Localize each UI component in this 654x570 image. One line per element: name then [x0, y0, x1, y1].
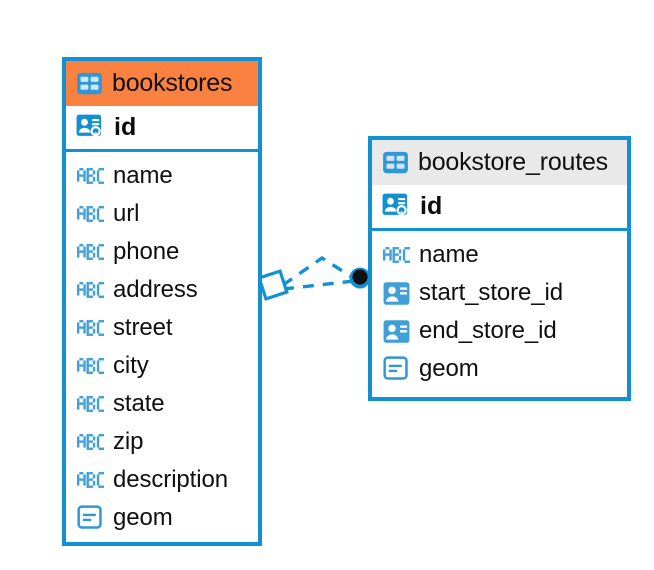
primary-key-row[interactable]: id	[372, 185, 627, 231]
relationship-line-start-store-id[interactable]	[282, 279, 355, 291]
field-label: name	[113, 162, 173, 189]
field-label: address	[113, 276, 198, 303]
primary-key-row[interactable]: id	[66, 106, 258, 152]
field-label: zip	[113, 428, 144, 455]
field-label: city	[113, 352, 149, 379]
abc-text-icon	[77, 358, 104, 374]
field-row[interactable]: url	[66, 195, 258, 233]
field-label: state	[113, 390, 165, 417]
field-row[interactable]: start_store_id	[372, 274, 627, 312]
primary-key-label: id	[420, 192, 443, 220]
abc-text-icon	[77, 396, 104, 412]
field-list-bookstores: name u	[66, 152, 258, 543]
field-row[interactable]: zip	[66, 423, 258, 461]
entity-bookstores[interactable]: bookstores id	[62, 57, 262, 546]
entity-title: bookstore_routes	[418, 148, 608, 176]
entity-bookstore-routes[interactable]: bookstore_routes id	[368, 136, 631, 401]
geometry-icon	[383, 356, 410, 382]
field-row[interactable]: phone	[66, 233, 258, 271]
abc-text-icon	[77, 244, 104, 260]
entity-title: bookstores	[112, 69, 233, 97]
field-row[interactable]: geom	[372, 350, 627, 388]
foreign-key-icon	[383, 318, 410, 345]
abc-text-icon	[77, 206, 104, 222]
entity-header-bookstore-routes[interactable]: bookstore_routes	[372, 140, 627, 185]
field-list-bookstore-routes: name start_store_id	[372, 231, 627, 394]
table-icon	[382, 149, 409, 176]
diamond-outline-marker[interactable]	[257, 269, 289, 301]
field-label: name	[419, 241, 479, 268]
field-row[interactable]: geom	[66, 499, 258, 537]
field-label: start_store_id	[419, 279, 564, 306]
field-label: geom	[113, 504, 173, 531]
field-label: geom	[419, 355, 479, 382]
field-row[interactable]: name	[66, 157, 258, 195]
abc-text-icon	[383, 247, 410, 263]
field-row[interactable]: state	[66, 385, 258, 423]
abc-text-icon	[77, 282, 104, 298]
field-row[interactable]: description	[66, 461, 258, 499]
field-row[interactable]: address	[66, 271, 258, 309]
field-label: street	[113, 314, 173, 341]
abc-text-icon	[77, 320, 104, 336]
field-row[interactable]: city	[66, 347, 258, 385]
field-label: phone	[113, 238, 180, 265]
field-label: url	[113, 200, 140, 227]
abc-text-icon	[77, 472, 104, 488]
field-label: end_store_id	[419, 317, 557, 344]
abc-text-icon	[77, 434, 104, 450]
entity-header-bookstores[interactable]: bookstores	[66, 61, 258, 106]
abc-text-icon	[77, 168, 104, 184]
primary-key-icon	[76, 113, 105, 142]
field-row[interactable]: end_store_id	[372, 312, 627, 350]
primary-key-icon	[382, 192, 411, 221]
field-label: description	[113, 466, 228, 493]
primary-key-label: id	[114, 113, 137, 141]
geometry-icon	[77, 505, 104, 531]
field-row[interactable]: name	[372, 236, 627, 274]
field-row[interactable]: street	[66, 309, 258, 347]
table-icon	[76, 70, 103, 97]
relationship-line-end-store-id[interactable]	[282, 255, 356, 287]
foreign-key-icon	[383, 280, 410, 307]
